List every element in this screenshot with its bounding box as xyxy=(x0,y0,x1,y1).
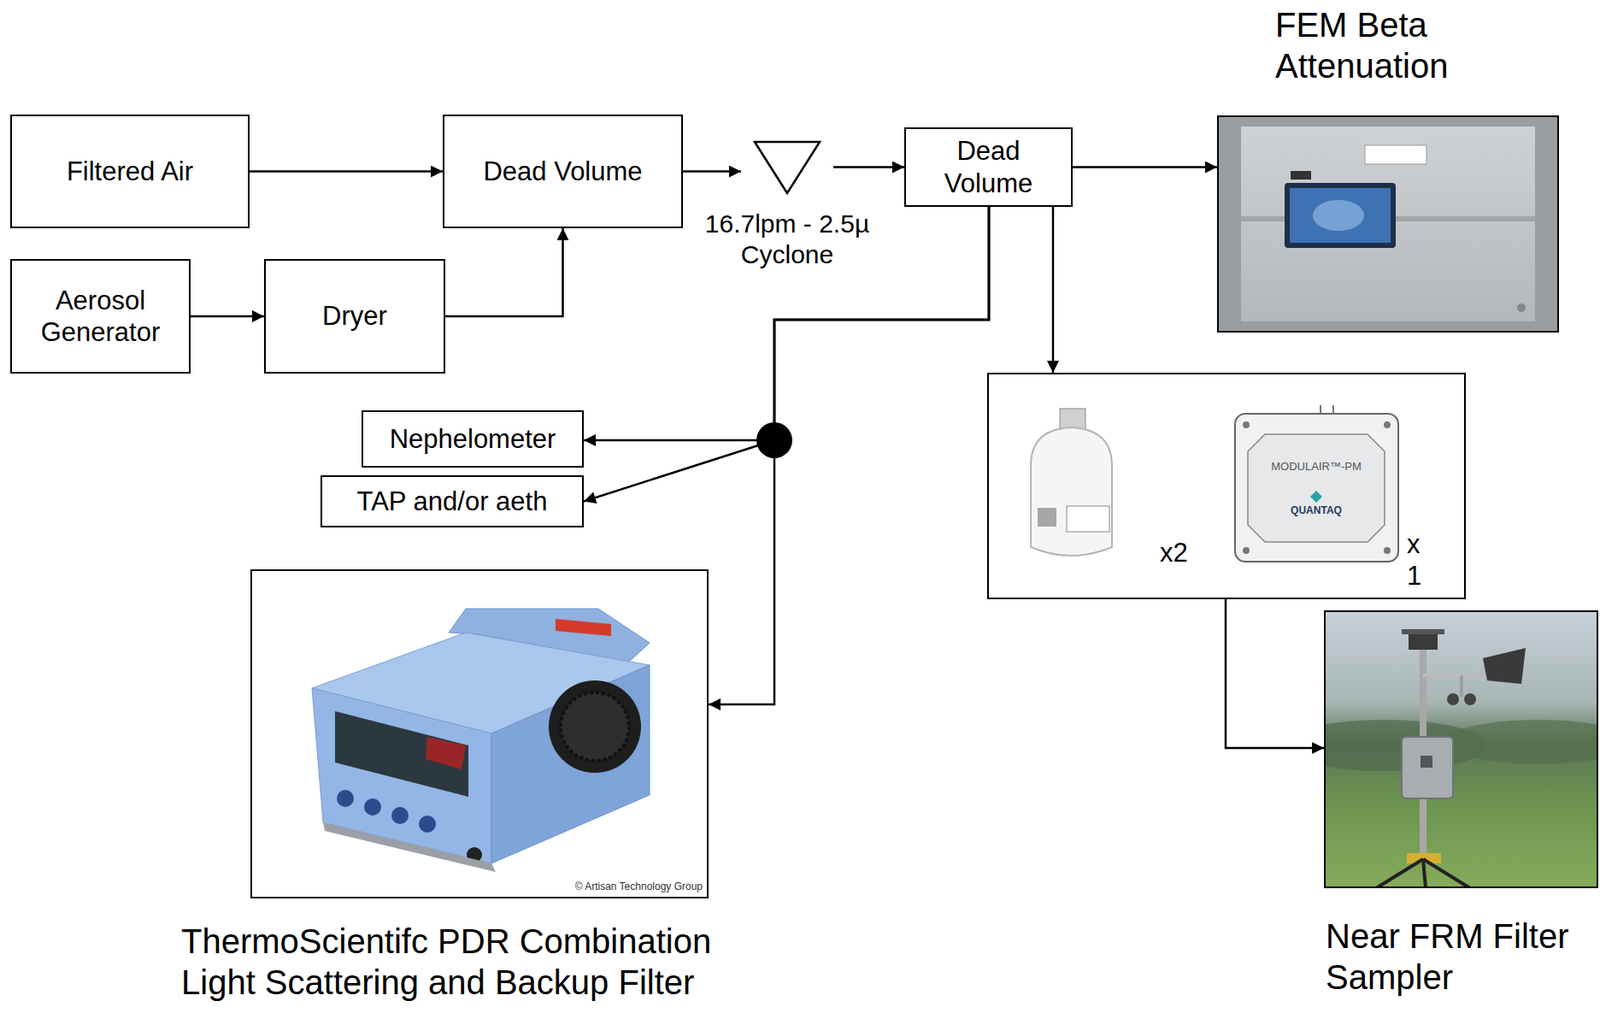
frm-hill xyxy=(1444,719,1598,765)
sensor-sticker xyxy=(1066,505,1110,532)
screw xyxy=(1383,421,1391,429)
pdr-logo xyxy=(425,736,466,770)
frm-latch xyxy=(1420,755,1433,768)
flow-arrow xyxy=(445,228,564,317)
flow-arrow xyxy=(833,165,905,169)
pdr-button xyxy=(336,789,354,807)
process-box: Dead Volume xyxy=(442,114,683,229)
pdr-button xyxy=(418,815,436,833)
frm-photo xyxy=(1324,611,1598,888)
cyclone-triangle-outline xyxy=(754,141,820,194)
caption-text: FEM Beta Attenuation xyxy=(1275,4,1481,87)
instrument-photo: FEM Beta Attenuation xyxy=(1217,115,1559,333)
caption-text: ThermoScientifc PDR Combination Light Sc… xyxy=(181,920,746,1003)
screw xyxy=(1383,547,1391,554)
modulair-mount xyxy=(1319,405,1322,414)
frm-leg xyxy=(1376,858,1424,888)
frm-cup xyxy=(1447,693,1459,706)
frm-leg xyxy=(1423,858,1471,888)
node-text: TAP and/or aeth xyxy=(357,485,548,518)
instrument-photo: ThermoScientifc PDR Combination Light Sc… xyxy=(250,569,709,899)
frm-case xyxy=(1401,736,1453,799)
process-box: Dryer xyxy=(264,258,446,374)
photo-credit: © Artisan Technology Group xyxy=(548,880,703,893)
modulair-face xyxy=(1247,434,1385,542)
quantaq-logo xyxy=(1310,490,1323,503)
modulair-mount xyxy=(1332,405,1335,414)
pdr-sticker xyxy=(555,618,612,636)
brand-label: MODULAIR™-PM xyxy=(1270,459,1361,473)
frm-leg xyxy=(1423,858,1426,888)
modulair-case xyxy=(1235,413,1399,562)
node-text: Dead Volume xyxy=(924,135,1053,199)
screw xyxy=(1242,421,1250,429)
node-text: Dryer xyxy=(322,300,388,332)
bam-screen xyxy=(1289,188,1391,243)
caption-text: x 1 xyxy=(1406,528,1429,592)
instrument-box: TAP and/or aeth xyxy=(320,475,584,528)
frm-cup-post xyxy=(1460,675,1464,697)
bam-screen-frame xyxy=(1284,182,1396,248)
bam-screw xyxy=(1517,303,1526,312)
sensor-illustrations xyxy=(1030,405,1399,562)
cyclone-symbol xyxy=(752,140,822,195)
flow-arrow xyxy=(682,170,742,173)
frm-inlet-cap xyxy=(1401,629,1445,635)
bam-logo xyxy=(1290,170,1312,180)
frm-vane xyxy=(1482,647,1526,684)
caption-text: 16.7lpm - 2.5µ Cyclone xyxy=(691,208,884,271)
pdr-photo xyxy=(311,608,650,872)
flow-arrow xyxy=(249,170,443,173)
process-box: Filtered Air xyxy=(10,114,250,229)
pdr-knob xyxy=(548,680,642,773)
pdr-base xyxy=(323,822,496,872)
pdr-side xyxy=(491,664,650,864)
screw xyxy=(1242,547,1250,554)
bam-case xyxy=(1217,116,1559,332)
caption-text: Near FRM Filter Sampler xyxy=(1325,915,1600,998)
cyclone-triangle: 16.7lpm - 2.5µ Cyclone xyxy=(752,140,822,195)
pdr-front xyxy=(311,688,492,864)
bam-front-panel xyxy=(1241,126,1536,322)
node-text: Nephelometer xyxy=(389,423,557,455)
pdr-knob-ridges xyxy=(560,692,630,761)
flow-arrow xyxy=(708,206,989,705)
flow-arrow xyxy=(1225,599,1324,748)
junction-dot xyxy=(756,422,793,459)
bam-screen-graphic xyxy=(1312,200,1365,231)
bam-tag xyxy=(1364,145,1427,165)
flow-arrow xyxy=(583,206,989,502)
flow-arrow xyxy=(1072,165,1218,169)
sensor-body xyxy=(1030,427,1112,556)
brand-label: QUANTAQ xyxy=(1290,504,1342,517)
sensor-group-box: x2 x 1 xyxy=(987,372,1466,600)
caption-text: x2 xyxy=(1159,536,1189,569)
node-text: Dead Volume xyxy=(482,155,642,188)
pdr-button xyxy=(391,806,409,824)
pdr-display xyxy=(335,711,469,797)
flow-arrow xyxy=(190,315,265,318)
bam-photo xyxy=(1217,116,1559,332)
instrument-box: Nephelometer xyxy=(361,410,584,468)
frm-cup xyxy=(1464,693,1477,706)
frm-arm xyxy=(1423,673,1492,677)
node-text: Aerosol Generator xyxy=(23,284,178,348)
process-box: Aerosol Generator xyxy=(10,258,191,374)
pdr-button xyxy=(364,798,382,816)
frm-inlet xyxy=(1408,632,1438,650)
flow-arrow xyxy=(1052,206,1055,373)
node-text: Filtered Air xyxy=(66,155,194,188)
instrument-photo: Near FRM Filter Sampler xyxy=(1323,610,1599,889)
sensor-qr xyxy=(1037,507,1057,527)
flow-arrow xyxy=(583,206,989,441)
process-box: Dead Volume xyxy=(904,127,1073,207)
